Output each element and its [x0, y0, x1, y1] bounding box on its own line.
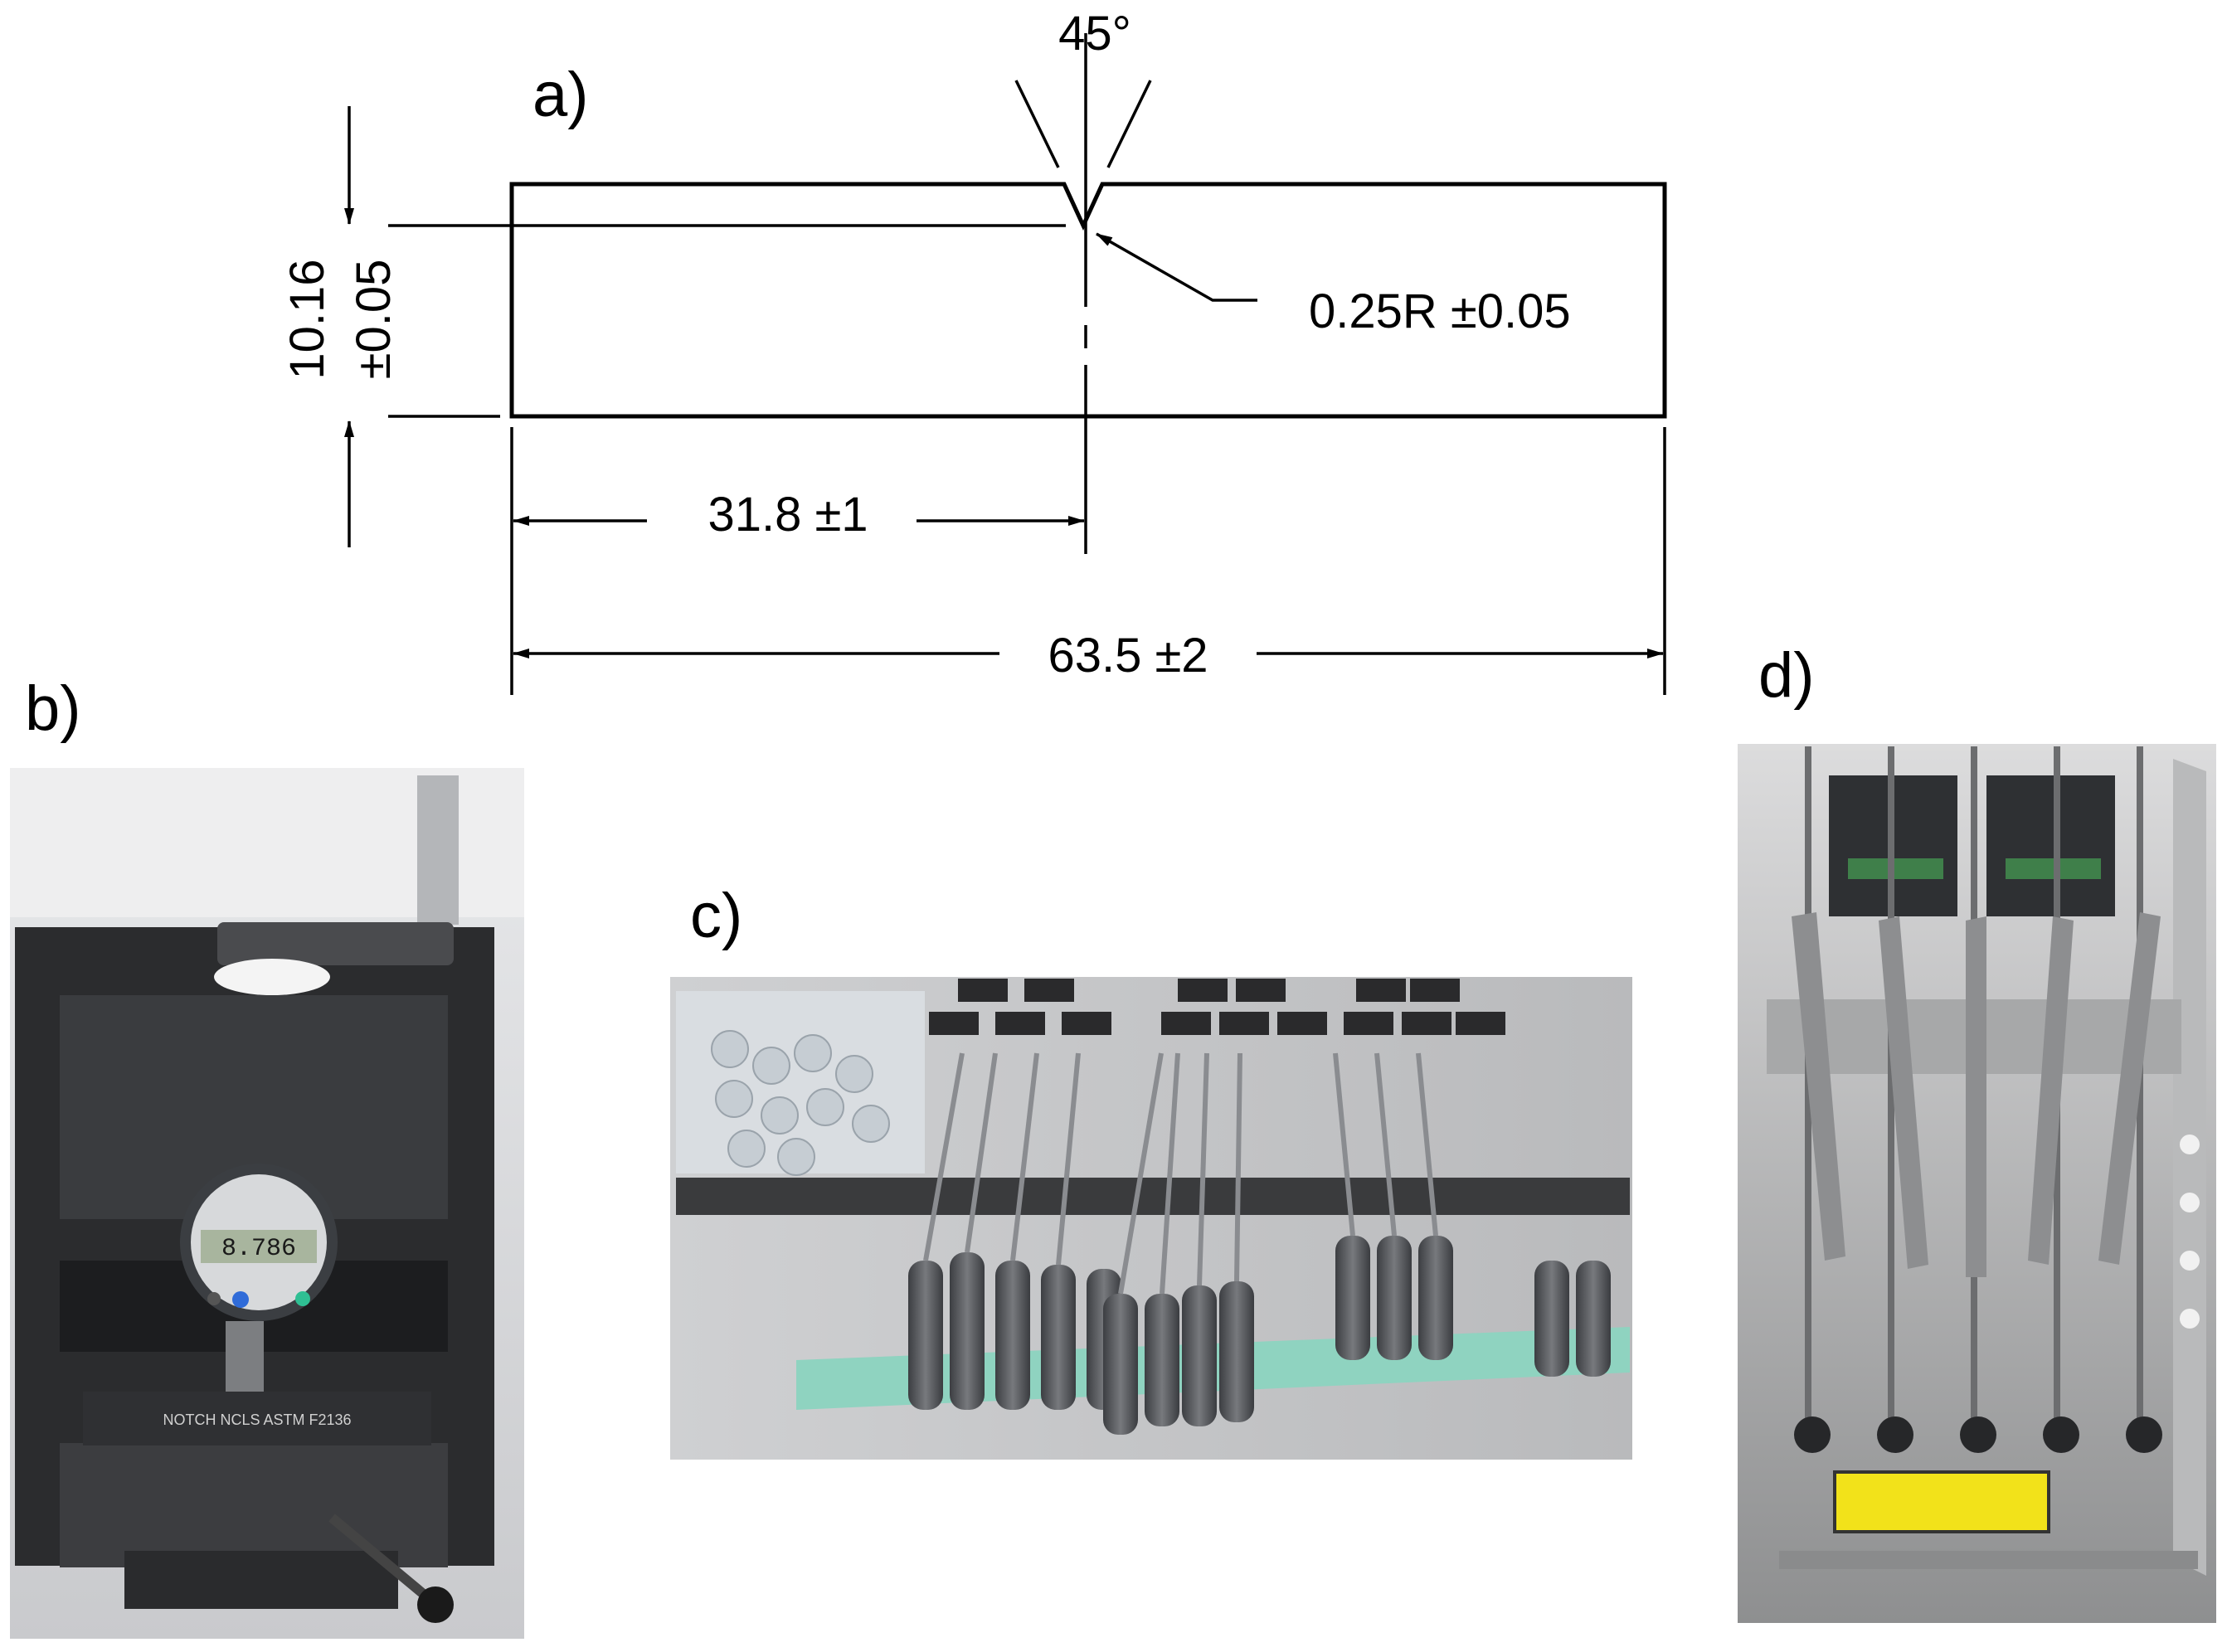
- height-tolerance: ±0.05: [347, 260, 401, 380]
- panel-a-label: a): [532, 60, 589, 130]
- angle-line-right: [1106, 80, 1152, 168]
- notch-radius-label: 0.25R ±0.05: [1309, 284, 1571, 338]
- gauge-photo: 8.786 NOTCH NCLS ASTM F2136: [10, 768, 524, 1639]
- gauge-plate-text: NOTCH NCLS ASTM F2136: [163, 1411, 351, 1428]
- panel-a: a) 45° 10.16 ±0.05 0.25R ±0.05 31.8 ±1: [280, 7, 1667, 695]
- notch-position-label: 31.8 ±1: [707, 488, 868, 542]
- panel-d-label: d): [1758, 640, 1815, 711]
- panel-c: c): [670, 881, 1632, 1460]
- gauge-display: [201, 1230, 317, 1263]
- test-bath-photo: [670, 977, 1632, 1460]
- panel-d: d): [1738, 640, 2216, 1623]
- panel-c-label: c): [690, 881, 742, 951]
- length-label: 63.5 ±2: [1048, 629, 1208, 683]
- radius-leader: [1096, 232, 1257, 302]
- panel-b-label: b): [25, 673, 81, 744]
- angle-label: 45°: [1058, 7, 1131, 61]
- specimen-outline: [509, 182, 1667, 419]
- gauge-reading: 8.786: [221, 1235, 296, 1263]
- rack-photo: [1738, 744, 2216, 1623]
- angle-line-left: [1014, 80, 1060, 168]
- panel-b: b) 8.786 NOTCH NCLS AS: [10, 673, 524, 1639]
- height-value: 10.16: [280, 259, 334, 379]
